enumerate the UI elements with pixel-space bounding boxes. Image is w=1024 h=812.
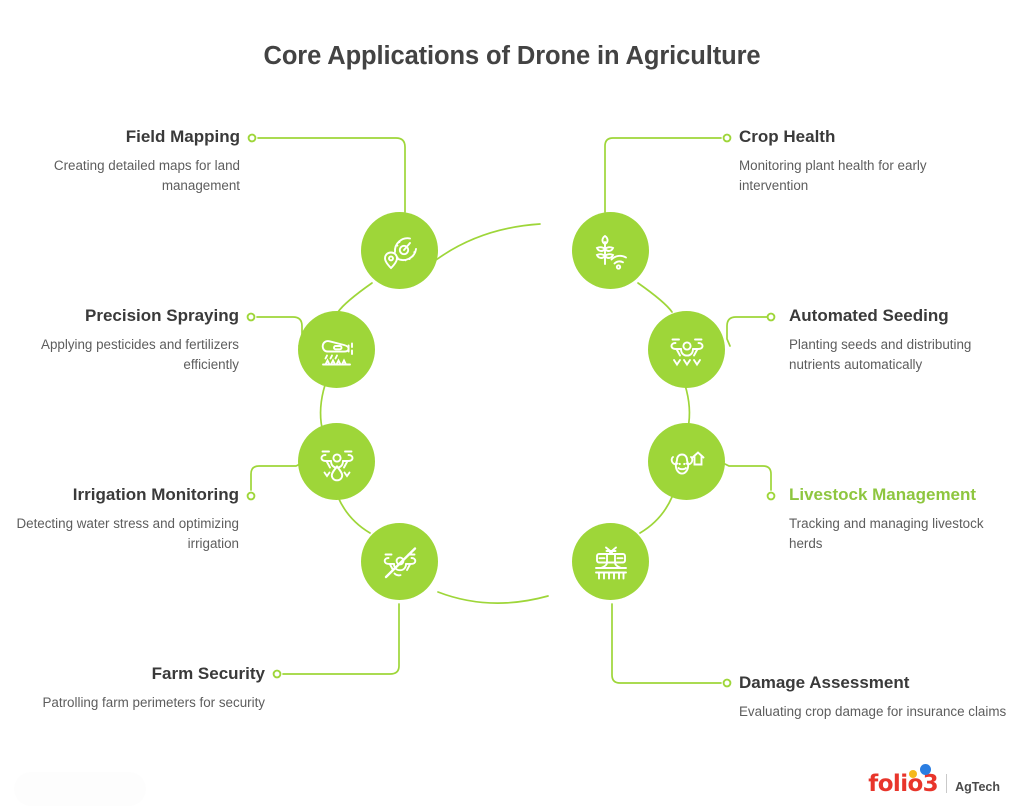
logo-dot-blue-icon [920,764,932,775]
item-description: Monitoring plant health for early interv… [739,158,927,193]
icon-bubble-irrigation-monitoring[interactable] [298,423,375,500]
connector-automated-seeding [726,316,772,347]
endpoint-dot-precision-spraying [246,312,256,322]
drone-slash-patrol-icon [383,546,416,578]
arc-livestock-damage [639,496,673,534]
arc-seeding-livestock [684,384,691,429]
item-irrigation-monitoring[interactable]: Irrigation Monitoring Detecting water st… [9,482,239,553]
item-title: Precision Spraying [85,306,239,325]
drone-water-drop-icon [320,450,353,481]
endpoint-dot-farm-security [272,669,282,679]
connector-precision-spraying [256,316,303,347]
arc-irrigation-security [337,496,371,534]
item-description: Tracking and managing livestock herds [789,516,984,551]
drone-seeding-icon [670,338,703,366]
arc-crophealth-seeding [637,282,673,313]
item-title: Farm Security [151,664,265,683]
connector-irrigation [250,463,301,491]
logo-dot-yellow-icon [909,770,918,778]
item-title: Irrigation Monitoring [72,485,239,504]
item-title: Field Mapping [125,127,240,146]
folio3-agtech-logo: folio3 AgTech [868,764,1000,797]
icon-bubble-farm-security[interactable] [361,523,438,600]
arc-fieldmapping-spraying [337,282,373,313]
crop-duster-spray-icon [321,339,353,365]
item-description: Patrolling farm perimeters for security [42,695,265,710]
item-title: Livestock Management [789,485,977,504]
icon-bubble-automated-seeding[interactable] [648,311,725,388]
icon-bubble-crop-health[interactable] [572,212,649,289]
icon-bubble-damage-assessment[interactable] [572,523,649,600]
item-description: Creating detailed maps for land manageme… [53,158,240,193]
item-automated-seeding[interactable]: Automated Seeding Planting seeds and dis… [789,303,989,374]
radar-map-pin-icon [383,236,417,269]
item-description: Evaluating crop damage for insurance cla… [739,704,1007,719]
arc-top-span [435,223,541,261]
endpoint-dot-crop-health [722,133,732,143]
logo-divider [946,774,948,793]
endpoint-dot-automated-seeding [766,312,776,322]
arc-spraying-irrigation [319,384,326,429]
item-precision-spraying[interactable]: Precision Spraying Applying pesticides a… [9,303,239,374]
item-title: Damage Assessment [739,673,910,692]
logo-wordmark: folio3 [868,771,939,797]
item-farm-security[interactable]: Farm Security Patrolling farm perimeters… [15,661,265,713]
endpoint-dot-field-mapping [247,133,257,143]
item-description: Detecting water stress and optimizing ir… [16,516,239,551]
endpoint-dot-damage-assessment [722,678,732,688]
connector-livestock [724,463,772,491]
decorative-blob [14,772,146,806]
icon-bubble-field-mapping[interactable] [361,212,438,289]
connector-crop-health [604,137,722,213]
item-description: Applying pesticides and fertilizers effi… [41,337,239,372]
item-crop-health[interactable]: Crop Health Monitoring plant health for … [739,124,999,195]
item-title: Crop Health [739,127,836,146]
arc-bottom-span [437,591,549,604]
harvester-machinery-icon [594,546,627,579]
wheat-signal-icon [595,234,627,270]
item-damage-assessment[interactable]: Damage Assessment Evaluating crop damage… [739,670,1009,722]
item-livestock-management[interactable]: Livestock Management Tracking and managi… [789,482,999,553]
endpoint-dot-irrigation [246,491,256,501]
icon-bubble-precision-spraying[interactable] [298,311,375,388]
item-field-mapping[interactable]: Field Mapping Creating detailed maps for… [0,124,240,195]
logo-mark: folio3 [868,764,939,797]
icon-bubble-livestock-management[interactable] [648,423,725,500]
connector-farm-security [282,603,400,675]
item-description: Planting seeds and distributing nutrient… [789,337,972,372]
connector-damage-assessment [611,603,722,684]
item-title: Automated Seeding [789,306,949,325]
connector-field-mapping [257,137,406,213]
cow-barn-icon [670,450,704,475]
logo-subbrand: AgTech [955,780,1000,794]
endpoint-dot-livestock [766,491,776,501]
page-title: Core Applications of Drone in Agricultur… [263,42,761,70]
